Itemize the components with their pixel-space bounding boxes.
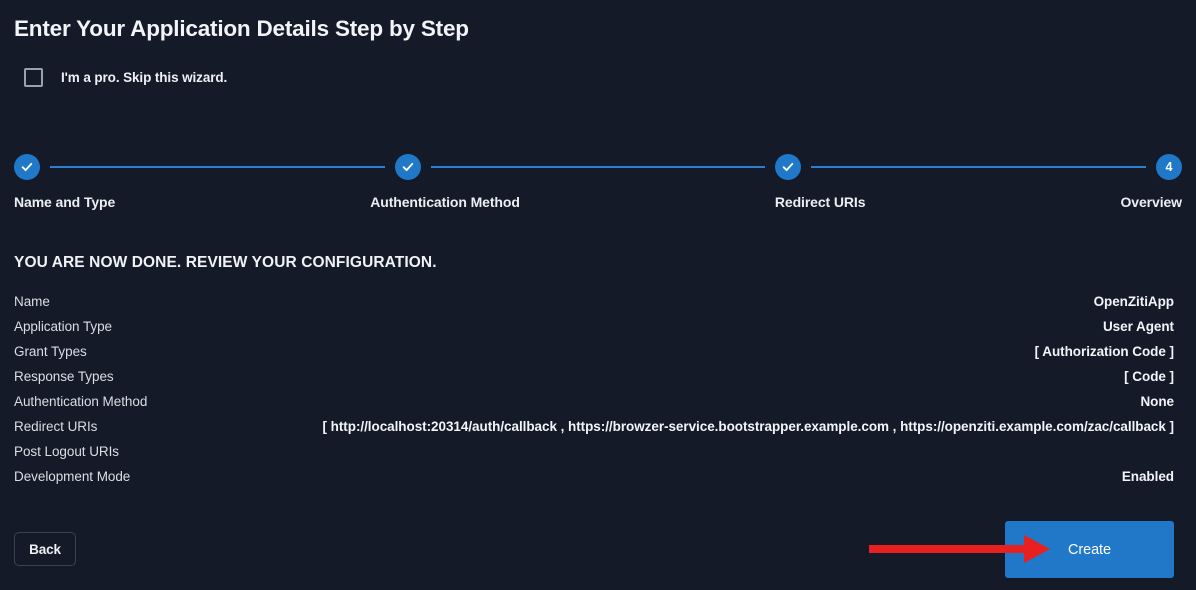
stepper-node-overview-number: 4 <box>1165 159 1173 174</box>
stepper-connector-2 <box>430 166 766 168</box>
summary-value-name: OpenZitiApp <box>1093 294 1174 309</box>
summary-row: Name OpenZitiApp <box>14 289 1174 314</box>
stepper-label-authentication-method: Authentication Method <box>370 194 520 210</box>
summary-value-authentication-method: None <box>1140 394 1174 409</box>
check-icon <box>402 162 413 172</box>
summary-key-authentication-method: Authentication Method <box>14 394 148 409</box>
stepper-node-authentication-method[interactable] <box>394 154 421 180</box>
create-button[interactable]: Create <box>1005 521 1174 578</box>
summary-row: Post Logout URIs <box>14 439 1174 464</box>
summary-key-development-mode: Development Mode <box>14 469 131 484</box>
summary-key-application-type: Application Type <box>14 319 113 334</box>
summary-row: Application Type User Agent <box>14 314 1174 339</box>
check-icon <box>21 162 33 172</box>
stepper-track: 4 <box>14 154 1183 180</box>
summary-value-redirect-uris: [ http://localhost:20314/auth/callback ,… <box>322 419 1175 434</box>
stepper-connector-1 <box>50 166 385 168</box>
summary-row: Development Mode Enabled <box>14 464 1174 489</box>
summary-key-post-logout-uris: Post Logout URIs <box>14 444 120 459</box>
summary-value-response-types: [ Code ] <box>1124 369 1174 384</box>
summary-value-development-mode: Enabled <box>1121 469 1174 484</box>
skip-wizard-label: I'm a pro. Skip this wizard. <box>61 70 228 85</box>
summary-key-grant-types: Grant Types <box>14 344 87 359</box>
stepper-label-redirect-uris: Redirect URIs <box>774 194 866 210</box>
stepper-labels: Name and Type Authentication Method Redi… <box>14 194 1182 210</box>
configuration-summary: Name OpenZitiApp Application Type User A… <box>14 289 1174 489</box>
wizard-stepper: 4 <box>14 154 1183 180</box>
stepper-node-name-and-type[interactable] <box>14 154 40 180</box>
summary-value-grant-types: [ Authorization Code ] <box>1034 344 1174 359</box>
back-button[interactable]: Back <box>14 532 76 566</box>
page-title: Enter Your Application Details Step by S… <box>14 16 469 41</box>
skip-wizard-row: I'm a pro. Skip this wizard. <box>24 68 227 87</box>
summary-key-response-types: Response Types <box>14 369 114 384</box>
summary-row: Response Types [ Code ] <box>14 364 1174 389</box>
summary-key-redirect-uris: Redirect URIs <box>14 419 98 434</box>
summary-row: Authentication Method None <box>14 389 1174 414</box>
stepper-node-overview[interactable]: 4 <box>1156 154 1183 180</box>
summary-row: Grant Types [ Authorization Code ] <box>14 339 1174 364</box>
review-heading: YOU ARE NOW DONE. REVIEW YOUR CONFIGURAT… <box>14 254 437 271</box>
check-icon <box>782 162 794 172</box>
stepper-connector-3 <box>811 166 1147 168</box>
stepper-node-redirect-uris[interactable] <box>775 154 802 180</box>
stepper-label-overview: Overview <box>1120 194 1183 210</box>
summary-value-application-type: User Agent <box>1102 319 1174 334</box>
summary-key-name: Name <box>14 294 50 309</box>
skip-wizard-checkbox[interactable] <box>24 68 43 87</box>
summary-row: Redirect URIs [ http://localhost:20314/a… <box>14 414 1174 439</box>
stepper-label-name-and-type: Name and Type <box>14 194 116 210</box>
